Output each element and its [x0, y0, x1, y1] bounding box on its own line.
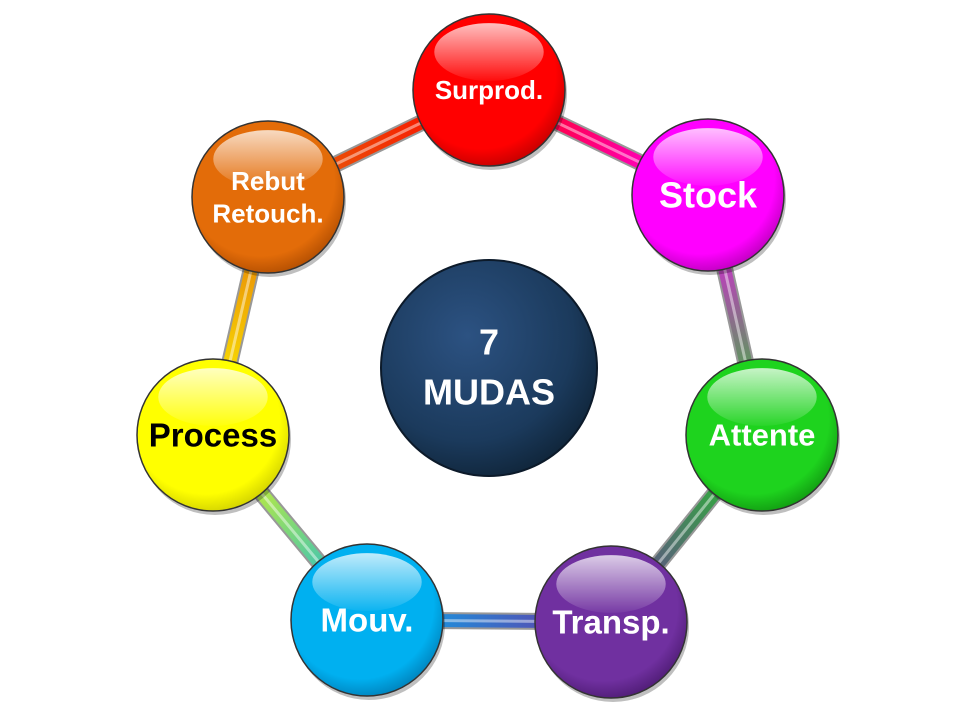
node-label-transp: Transp.	[552, 604, 669, 641]
node-label-attente: Attente	[709, 418, 816, 453]
node-surprod: Surprod.	[412, 13, 567, 170]
center-label-number: 7	[479, 322, 499, 363]
node-gloss-transp	[556, 555, 666, 613]
node-label-rebut-1: Rebut	[231, 166, 305, 196]
node-process: Process	[136, 358, 291, 515]
node-label-surprod: Surprod.	[435, 75, 543, 105]
node-label-stock: Stock	[659, 175, 758, 216]
node-gloss-rebut	[213, 130, 323, 188]
node-gloss-stock	[653, 128, 763, 186]
node-transp: Transp.	[534, 545, 689, 702]
node-mouv: Mouv.	[290, 543, 445, 700]
node-gloss-attente	[707, 368, 817, 426]
node-label-mouv: Mouv.	[321, 602, 414, 639]
node-label-rebut-2: Retouch.	[212, 198, 323, 228]
node-gloss-process	[158, 368, 268, 426]
center-node: 7 MUDAS	[380, 259, 598, 477]
node-attente: Attente	[685, 358, 840, 515]
node-gloss-surprod	[434, 23, 544, 81]
node-gloss-mouv	[312, 553, 422, 611]
center-circle	[380, 259, 598, 477]
center-label-title: MUDAS	[423, 372, 555, 413]
node-label-process: Process	[149, 417, 277, 454]
node-stock: Stock	[631, 118, 786, 275]
